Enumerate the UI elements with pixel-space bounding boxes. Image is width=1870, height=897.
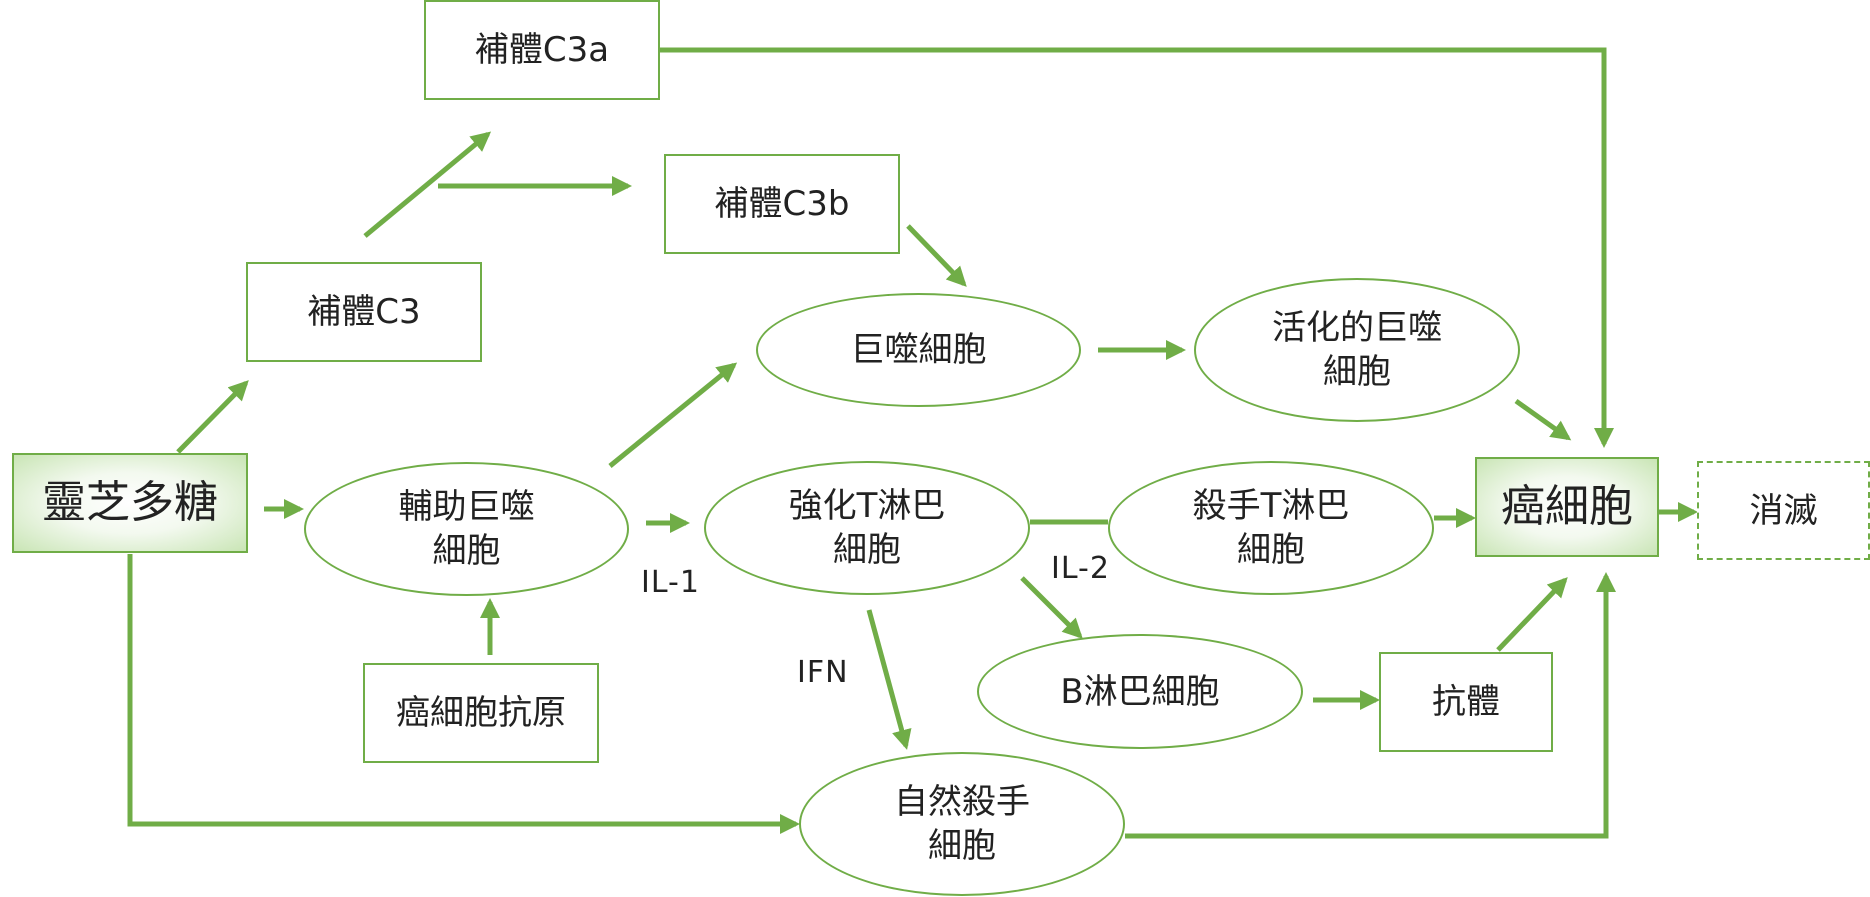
arrow-helper-to-macrophage <box>608 362 738 468</box>
node-c3b: 補體C3b <box>664 154 900 254</box>
node-eliminate: 消滅 <box>1697 461 1870 560</box>
node-b-cell-label: B淋巴細胞 <box>1060 671 1220 712</box>
node-nk-cell: 自然殺手 細胞 <box>799 752 1125 896</box>
node-eliminate-label: 消滅 <box>1749 490 1818 531</box>
label-il1: IL-1 <box>641 565 700 600</box>
arrow-lingzhi-to-nk <box>127 554 800 834</box>
node-helper-macrophage-label: 輔助巨噬 細胞 <box>398 487 535 571</box>
node-activated-macrophage: 活化的巨噬 細胞 <box>1194 278 1520 422</box>
node-enhanced-t-label: 強化T淋巴 細胞 <box>788 486 946 570</box>
arrow-c3-to-c3a <box>363 131 492 238</box>
node-killer-t: 殺手T淋巴 細胞 <box>1108 461 1434 595</box>
arrow-lingzhi-to-c3 <box>176 380 249 454</box>
node-antigen: 癌細胞抗原 <box>363 663 599 763</box>
label-il2: IL-2 <box>1051 551 1110 586</box>
node-antibody: 抗體 <box>1379 652 1553 752</box>
node-macrophage: 巨噬細胞 <box>756 293 1081 407</box>
node-lingzhi: 靈芝多糖 <box>12 453 248 553</box>
node-antigen-label: 癌細胞抗原 <box>396 693 566 733</box>
label-ifn: IFN <box>797 655 849 690</box>
node-c3-label: 補體C3 <box>307 292 421 332</box>
arrow-antibody-to-cancer <box>1496 577 1568 652</box>
arrow-c3a-to-cancer <box>660 47 1614 448</box>
node-c3a: 補體C3a <box>424 0 660 100</box>
node-c3a-label: 補體C3a <box>474 30 610 70</box>
node-c3b-label: 補體C3b <box>714 184 850 224</box>
node-cancer-cell-label: 癌細胞 <box>1501 481 1633 532</box>
node-nk-cell-label: 自然殺手 細胞 <box>894 782 1030 866</box>
node-killer-t-label: 殺手T淋巴 細胞 <box>1192 486 1350 570</box>
arrow-c3b-to-macrophage <box>906 224 967 287</box>
node-enhanced-t: 強化T淋巴 細胞 <box>704 461 1030 595</box>
node-activated-macrophage-label: 活化的巨噬 細胞 <box>1272 308 1442 392</box>
arrow-nk-to-cancer <box>1125 572 1616 839</box>
node-helper-macrophage: 輔助巨噬 細胞 <box>304 462 629 596</box>
arrow-activated-to-cancer <box>1514 398 1572 441</box>
node-antibody-label: 抗體 <box>1432 682 1500 722</box>
node-macrophage-label: 巨噬細胞 <box>850 330 987 370</box>
node-cancer-cell: 癌細胞 <box>1475 457 1659 557</box>
arrow-enhanced-t-to-nk <box>866 609 912 750</box>
node-c3: 補體C3 <box>246 262 482 362</box>
node-b-cell: B淋巴細胞 <box>977 634 1303 749</box>
arrow-enhanced-t-to-b-cell <box>1020 576 1083 639</box>
node-lingzhi-label: 靈芝多糖 <box>42 477 218 528</box>
